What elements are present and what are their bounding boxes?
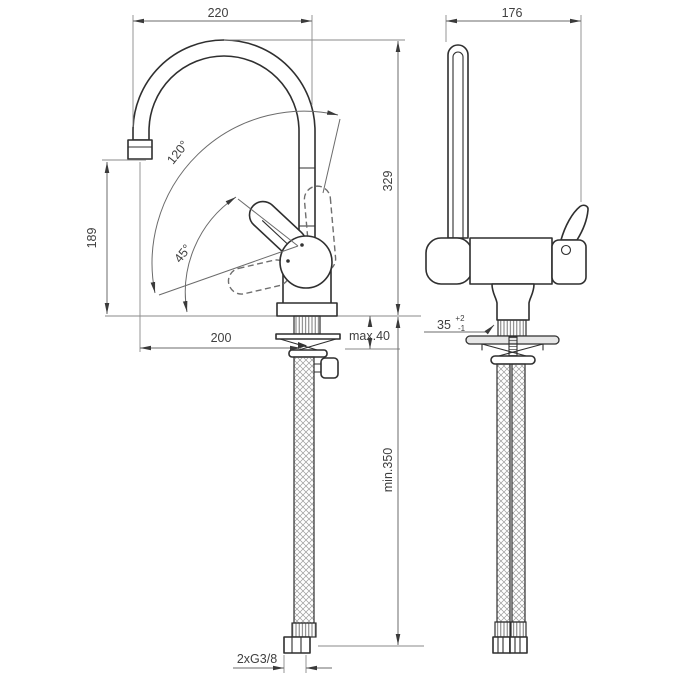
dim-overall-depth: 176: [445, 6, 582, 202]
hose-collar-2: [510, 621, 527, 638]
spout-tube-side: [447, 44, 469, 239]
mounting-nut: [288, 349, 328, 358]
dimensions: 220 189 120° 45° 200: [85, 6, 582, 673]
dim-min-hose-length: min.350: [318, 317, 424, 647]
dim-spout-outlet-height-label: 189: [85, 228, 99, 249]
base-side: [491, 283, 535, 321]
hose-nut: [283, 636, 311, 654]
hose-collar: [291, 622, 317, 638]
threaded-shank-side: [497, 319, 527, 337]
lever-blade: [560, 204, 589, 241]
dim-swivel-angle-label: 120°: [164, 138, 191, 167]
spout-holder: [425, 237, 473, 285]
front-view: [105, 39, 421, 654]
hose-fitting: [320, 357, 339, 379]
dim-hole-diameter-label: 35 +2 -1: [437, 310, 468, 333]
hose-nut-1: [492, 636, 511, 654]
dim-hole-diameter: 35 +2 -1: [424, 310, 495, 335]
dim-spout-outlet-height: 189: [85, 159, 146, 314]
dim-overall-width: 220: [132, 6, 313, 127]
dim-max-deck-thickness: max.40: [345, 316, 400, 350]
pivot-dot: [286, 259, 290, 263]
dim-spout-reach-label: 200: [211, 331, 232, 345]
dim-overall-depth-label: 176: [502, 6, 523, 20]
body-block: [469, 237, 553, 285]
dim-hose-thread: 2xG3/8: [233, 652, 332, 673]
aerator: [127, 139, 153, 160]
dim-max-deck-thickness-label: max.40: [349, 329, 390, 343]
hose-nut-2: [509, 636, 528, 654]
dim-overall-height: 329: [224, 39, 405, 315]
washer-bar: [275, 333, 341, 340]
base: [276, 302, 338, 317]
lever-screw: [560, 244, 572, 256]
side-view: [425, 44, 589, 654]
mounting-nut-side: [490, 355, 536, 365]
dim-hose-thread-label: 2xG3/8: [237, 652, 277, 666]
dim-spout-reach: 200: [139, 162, 301, 352]
dim-min-hose-length-label: min.350: [381, 448, 395, 493]
dim-overall-width-label: 220: [208, 6, 229, 20]
dim-lever-angle-label: 45°: [172, 242, 195, 266]
hose-collar-1: [494, 621, 511, 638]
cartridge-housing: [551, 239, 587, 285]
dim-overall-height-label: 329: [381, 171, 395, 192]
threaded-shank: [293, 315, 321, 335]
supply-hose-1: [496, 363, 511, 623]
supply-hose: [293, 356, 315, 624]
pivot-dot: [300, 243, 304, 247]
supply-hose-2: [511, 363, 526, 623]
